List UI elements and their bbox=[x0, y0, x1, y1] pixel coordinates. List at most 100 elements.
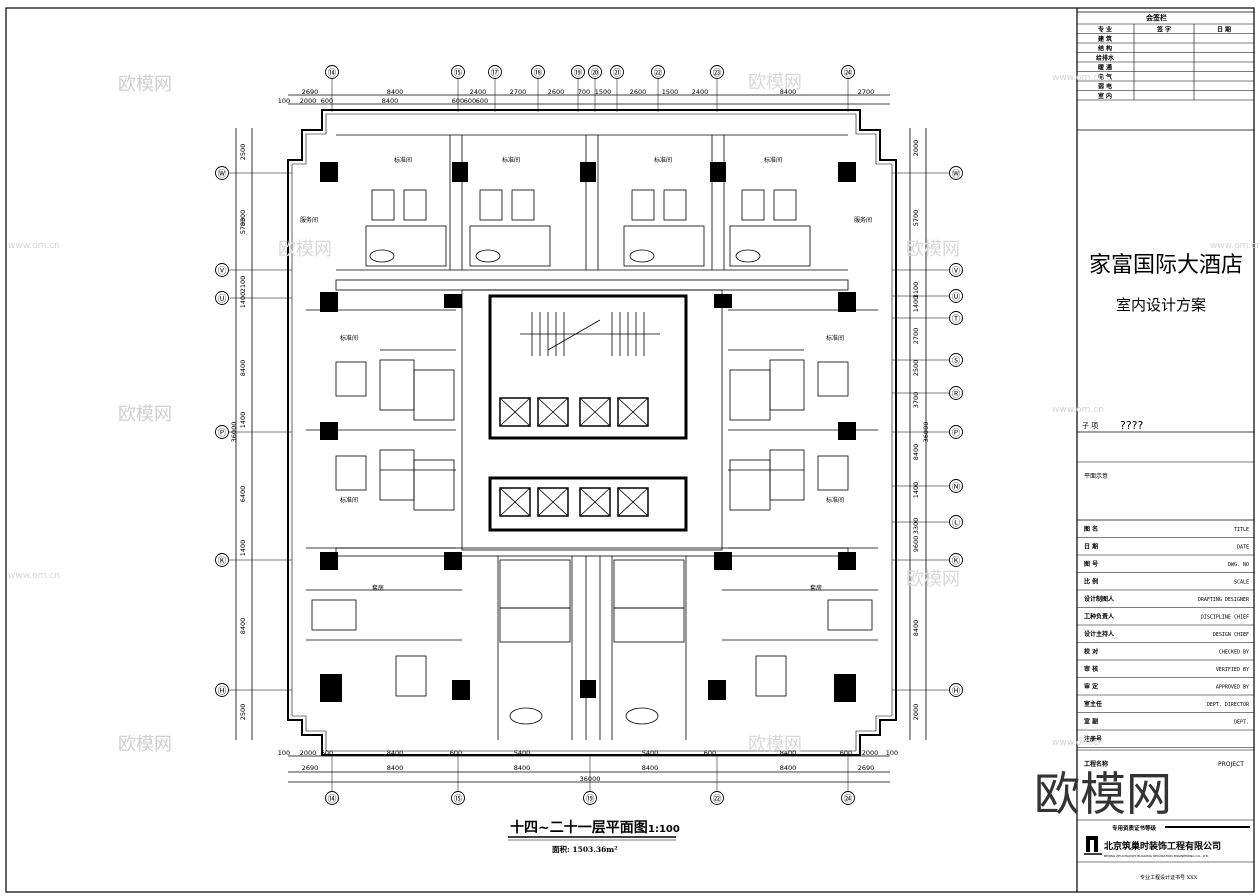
room-label: 标准间 bbox=[340, 334, 358, 342]
field-label: 审 定 bbox=[1084, 683, 1098, 691]
room-labels: 标准间 标准间 标准间 标准间 标准间 标准间 标准间 标准间 套房 套房 服务… bbox=[300, 156, 872, 592]
room-label: 标准间 bbox=[764, 156, 782, 164]
countersign-column-header: 专 业 bbox=[1098, 26, 1112, 34]
grid-label: Ⓗ bbox=[218, 687, 227, 697]
dimension-label: 2690 bbox=[302, 88, 319, 96]
dimension-label: 600 bbox=[452, 97, 464, 105]
field-label: 设计主持人 bbox=[1084, 630, 1115, 638]
dimension-label: 9600 bbox=[912, 536, 920, 553]
grid-bubble-right: Ⓗ bbox=[949, 683, 963, 697]
grid-label: ㉒ bbox=[713, 795, 722, 805]
grid-bubble-left: Ⓤ bbox=[215, 291, 229, 305]
dimension-label: 6400 bbox=[239, 486, 247, 503]
grid-bubble-left: Ⓦ bbox=[215, 166, 229, 180]
dimension-label: 3700 bbox=[912, 392, 920, 409]
room-label: 服务间 bbox=[300, 216, 318, 224]
company-name-en: BEIJING ZHUCHAOSHI BUILDING DECORATION E… bbox=[1104, 854, 1209, 858]
dimension-label: 8400 bbox=[642, 764, 659, 772]
grid-bubble-left: Ⓥ bbox=[215, 263, 229, 277]
grid-bubble-right: Ⓟ bbox=[949, 425, 963, 439]
field-label: 室主任 bbox=[1084, 700, 1102, 708]
dimension-label: 5400 bbox=[514, 749, 531, 757]
dimension-label: 600 bbox=[476, 97, 488, 105]
room-label: 标准间 bbox=[826, 334, 844, 342]
dimension-total: 36000 bbox=[580, 775, 601, 783]
room-label: 标准间 bbox=[394, 156, 412, 164]
grid-label: Ⓝ bbox=[952, 483, 961, 493]
grid-label: Ⓛ bbox=[952, 519, 961, 529]
dimension-label: 600 bbox=[321, 97, 333, 105]
field-label: 图 号 bbox=[1084, 560, 1098, 568]
dimension-label: 2000 bbox=[912, 704, 920, 721]
grid-bubble-right: Ⓤ bbox=[949, 289, 963, 303]
grid-bubble-right: Ⓡ bbox=[949, 386, 963, 400]
grid-label: ⑱ bbox=[534, 69, 543, 79]
dimension-label: 3100 bbox=[912, 282, 920, 299]
room-label: 套房 bbox=[810, 584, 822, 592]
field-label: 日 期 bbox=[1084, 543, 1098, 551]
watermark: 欧模网 bbox=[906, 239, 960, 260]
dimension-label: 2700 bbox=[912, 328, 920, 345]
grid-label: ㉑ bbox=[613, 69, 622, 79]
dimension-label: 8400 bbox=[780, 88, 797, 96]
discipline-label: 电 气 bbox=[1098, 73, 1112, 81]
dimension-label: 2500 bbox=[912, 360, 920, 377]
watermark-small: www.om.cn bbox=[1052, 405, 1104, 415]
watermark-small: www.om.cn bbox=[1052, 738, 1104, 748]
dimension-label: 8400 bbox=[387, 764, 404, 772]
grid-label: Ⓚ bbox=[952, 557, 961, 567]
room-label: 标准间 bbox=[654, 156, 672, 164]
grid-label: Ⓤ bbox=[218, 295, 227, 305]
room-label: 标准间 bbox=[340, 496, 358, 504]
watermark-large: 欧模网 bbox=[1034, 767, 1172, 821]
watermark-small: www.om.cn bbox=[1210, 241, 1260, 251]
dimension-label: 1400 bbox=[912, 482, 920, 499]
grid-label: Ⓤ bbox=[952, 293, 961, 303]
field-label: 工种负责人 bbox=[1084, 613, 1115, 621]
dimension-label: 600 bbox=[704, 749, 716, 757]
discipline-label: 弱 电 bbox=[1098, 83, 1112, 91]
field-label-en: DRAFTING DESIGNER bbox=[1198, 597, 1250, 603]
dimension-label: 1400 bbox=[239, 540, 247, 557]
grid-bubble-top: ⑱ bbox=[531, 65, 545, 79]
dimension-label: 100 bbox=[278, 749, 290, 757]
grid-label: Ⓥ bbox=[952, 267, 961, 277]
grid-bubble-right: Ⓦ bbox=[949, 166, 963, 180]
grid-label: ㉓ bbox=[713, 69, 722, 79]
grid-label: Ⓦ bbox=[218, 170, 227, 180]
dimension-label: 2600 bbox=[548, 88, 565, 96]
grid-bubble-top: ⑮ bbox=[451, 65, 465, 79]
subitem-label: 子 项 bbox=[1082, 422, 1098, 430]
watermark-small: www.om.cn bbox=[1052, 73, 1104, 83]
grid-label: ⑲ bbox=[574, 69, 583, 79]
dimension-label: 8400 bbox=[239, 618, 247, 635]
grid-bubble-right: Ⓚ bbox=[949, 553, 963, 567]
dimension-label: 8400 bbox=[382, 97, 399, 105]
company-logo bbox=[1084, 836, 1102, 855]
countersign-column-header: 日 期 bbox=[1217, 26, 1231, 34]
grid-label: Ⓣ bbox=[952, 315, 961, 325]
company-name: 北京筑巢时装饰工程有限公司 bbox=[1104, 840, 1221, 852]
watermark: 欧模网 bbox=[118, 734, 172, 755]
grid-label: Ⓟ bbox=[218, 429, 227, 439]
watermark: 欧模网 bbox=[118, 74, 172, 95]
dimension-label: 1400 bbox=[912, 296, 920, 313]
grid-bubble-bottom: ⑮ bbox=[451, 791, 465, 805]
grid-bubble-right: Ⓛ bbox=[949, 515, 963, 529]
grid-label: Ⓚ bbox=[218, 557, 227, 567]
grid-label: Ⓦ bbox=[952, 170, 961, 180]
top-room-row bbox=[336, 134, 848, 271]
watermark-small: www.om.cn bbox=[8, 571, 60, 581]
watermark: 欧模网 bbox=[748, 734, 802, 755]
grid-bubble-top: ㉔ bbox=[841, 65, 855, 79]
dimension-label: 3300 bbox=[912, 518, 920, 535]
grid-bubble-bottom: ⑭ bbox=[325, 791, 339, 805]
grid-label: ㉔ bbox=[844, 69, 853, 79]
field-label: 比 例 bbox=[1084, 578, 1098, 586]
right-room-column bbox=[728, 309, 878, 549]
certificate-number: 专业工程设计证书号 XXX bbox=[1140, 874, 1198, 881]
